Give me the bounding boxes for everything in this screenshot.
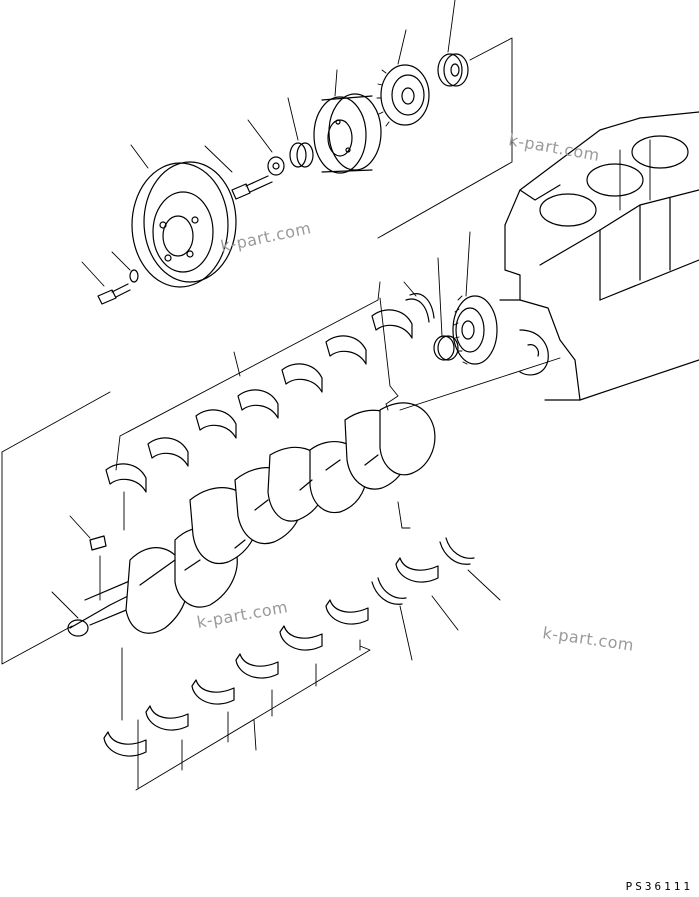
- bolt: [231, 175, 273, 200]
- watermark: k-part.com: [507, 130, 601, 165]
- hub: [313, 93, 382, 174]
- engine-block: [499, 111, 699, 401]
- crankshaft-gear: [452, 295, 498, 365]
- upper-main-bearings: [105, 309, 413, 493]
- pulley-bolt: [97, 269, 139, 305]
- washer: [267, 156, 285, 176]
- watermark: k-part.com: [219, 218, 313, 256]
- crankshaft: [67, 402, 436, 637]
- thrust-washers-lower: [371, 537, 475, 605]
- thrust-washer-upper: [405, 293, 435, 323]
- lower-main-bearings: [103, 557, 439, 757]
- timing-gear: [376, 64, 430, 127]
- watermark: k-part.com: [541, 623, 635, 655]
- crankshaft-pulley: [131, 161, 237, 288]
- small-gear: [437, 53, 469, 87]
- leader-lines: [1, 0, 561, 791]
- collar: [433, 335, 459, 361]
- drawing-code: PS36111: [625, 880, 693, 893]
- key: [89, 535, 107, 551]
- oil-seal: [289, 142, 314, 168]
